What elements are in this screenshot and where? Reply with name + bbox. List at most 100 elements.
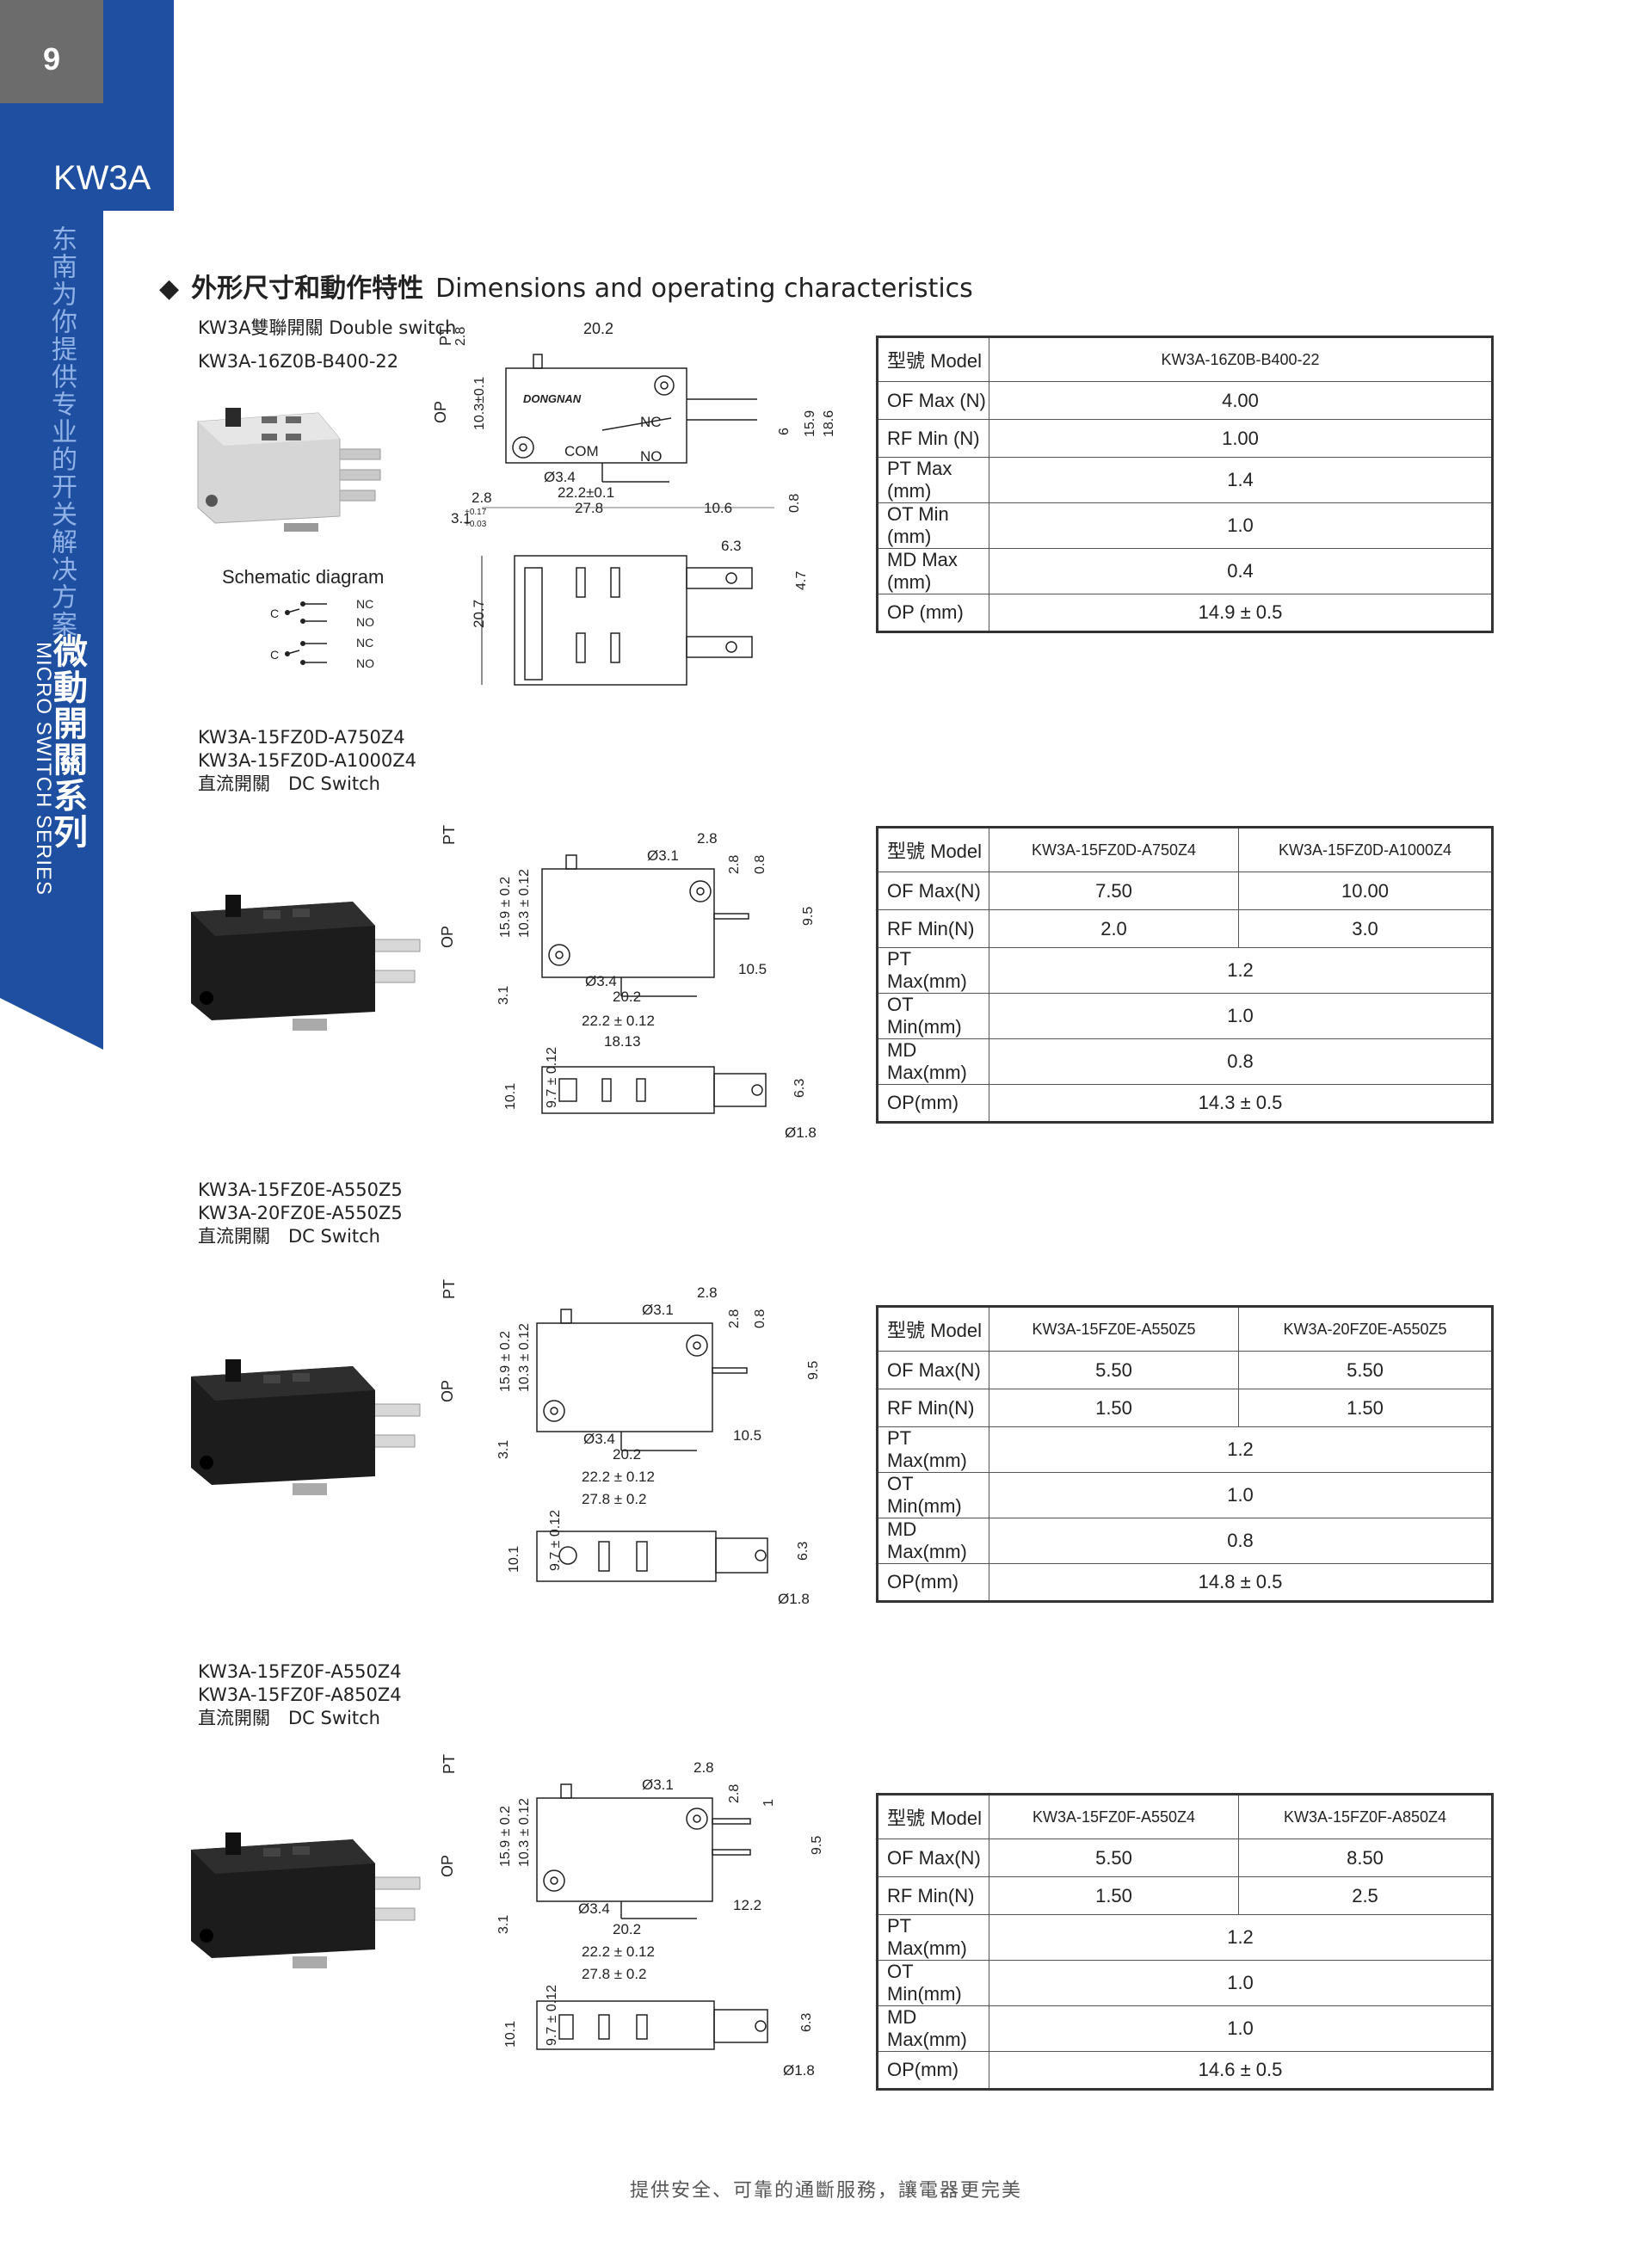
page-number-box bbox=[0, 0, 103, 103]
svg-text:12.2: 12.2 bbox=[733, 1897, 761, 1913]
svg-text:20.2: 20.2 bbox=[613, 989, 641, 1005]
svg-text:10.5: 10.5 bbox=[733, 1427, 761, 1444]
svg-text:NO: NO bbox=[356, 656, 374, 670]
model-tag: KW3A bbox=[53, 159, 151, 197]
svg-text:Ø3.4: Ø3.4 bbox=[578, 1900, 610, 1917]
svg-text:OP: OP bbox=[439, 926, 456, 948]
svg-text:10.3 ± 0.12: 10.3 ± 0.12 bbox=[517, 869, 532, 938]
svg-text:DONGNAN: DONGNAN bbox=[523, 392, 582, 405]
svg-text:NO: NO bbox=[640, 448, 663, 465]
svg-text:6.3: 6.3 bbox=[796, 1542, 811, 1561]
svg-text:0.8: 0.8 bbox=[753, 1309, 767, 1328]
product-1-caption: KW3A雙聯開關 Double switch KW3A-16Z0B-B400-2… bbox=[198, 317, 457, 372]
svg-text:10.1: 10.1 bbox=[507, 1546, 521, 1573]
product-2-drawing: PT OP 2.8 Ø3.1 2.8 0.8 15.9 ± 0.2 10.3 ±… bbox=[439, 825, 817, 1141]
section-title-en: Dimensions and operating characteristics bbox=[435, 274, 973, 304]
svg-text:2.8: 2.8 bbox=[472, 490, 492, 506]
svg-text:15.9: 15.9 bbox=[803, 410, 817, 437]
product-1-drawing: PT 2.8 20.2 OP 10.3±0.1 DONGNAN NC COM N… bbox=[432, 320, 836, 686]
svg-text:20.2: 20.2 bbox=[583, 320, 613, 337]
svg-text:3.1: 3.1 bbox=[451, 510, 472, 527]
svg-text:10.1: 10.1 bbox=[503, 1083, 518, 1110]
svg-text:9.7 ± 0.12: 9.7 ± 0.12 bbox=[545, 1985, 559, 2046]
svg-text:10.5: 10.5 bbox=[738, 961, 767, 977]
svg-text:6: 6 bbox=[777, 428, 792, 435]
product-3-drawing: PT OP 2.8 Ø3.1 2.8 0.8 15.9 ± 0.2 10.3 ±… bbox=[439, 1279, 821, 1607]
svg-text:10.6: 10.6 bbox=[704, 500, 732, 516]
svg-text:NC: NC bbox=[356, 636, 373, 650]
side-band-top bbox=[103, 0, 174, 211]
svg-text:COM: COM bbox=[564, 443, 599, 459]
svg-text:20.2: 20.2 bbox=[613, 1921, 641, 1937]
page-number: 9 bbox=[42, 41, 61, 77]
svg-text:22.2 ± 0.12: 22.2 ± 0.12 bbox=[582, 1943, 655, 1960]
svg-text:NC: NC bbox=[640, 414, 662, 430]
svg-text:OP: OP bbox=[439, 1380, 456, 1402]
svg-text:27.8 ± 0.2: 27.8 ± 0.2 bbox=[582, 1966, 647, 1982]
svg-text:PT: PT bbox=[441, 1754, 458, 1774]
svg-text:0.8: 0.8 bbox=[753, 855, 767, 874]
svg-text:Ø1.8: Ø1.8 bbox=[778, 1591, 810, 1607]
svg-text:Ø3.4: Ø3.4 bbox=[585, 973, 617, 989]
svg-text:C: C bbox=[270, 648, 279, 662]
svg-text:Ø3.4: Ø3.4 bbox=[583, 1431, 615, 1447]
schematic-title: Schematic diagram bbox=[222, 566, 385, 588]
svg-text:27.8: 27.8 bbox=[575, 500, 603, 516]
svg-text:10.3 ± 0.12: 10.3 ± 0.12 bbox=[517, 1798, 532, 1867]
svg-text:6.3: 6.3 bbox=[792, 1079, 807, 1098]
svg-text:9.5: 9.5 bbox=[810, 1836, 824, 1855]
svg-text:C: C bbox=[270, 607, 279, 620]
svg-text:Ø1.8: Ø1.8 bbox=[785, 1124, 817, 1141]
svg-text:1: 1 bbox=[761, 1799, 776, 1807]
svg-text:PT: PT bbox=[437, 326, 454, 346]
svg-text:2.8: 2.8 bbox=[727, 1784, 742, 1803]
side-slogan: 东南为你提供专业的开关解决方案 bbox=[46, 225, 77, 638]
svg-text:10.3±0.1: 10.3±0.1 bbox=[472, 377, 487, 430]
svg-text:NO: NO bbox=[356, 615, 374, 629]
svg-text:2.8: 2.8 bbox=[453, 327, 468, 346]
svg-text:2.8: 2.8 bbox=[727, 855, 742, 874]
svg-text:OP: OP bbox=[432, 401, 449, 423]
svg-text:27.8 ± 0.2: 27.8 ± 0.2 bbox=[582, 1491, 647, 1507]
svg-text:18.13: 18.13 bbox=[604, 1033, 641, 1050]
product-3-photo bbox=[191, 1359, 421, 1495]
section-title-cn: 外形尺寸和動作特性 bbox=[191, 274, 424, 304]
product-1-photo bbox=[197, 408, 381, 532]
svg-text:22.2 ± 0.12: 22.2 ± 0.12 bbox=[582, 1469, 655, 1485]
svg-text:Ø3.1: Ø3.1 bbox=[642, 1302, 674, 1318]
svg-text:9.7 ± 0.12: 9.7 ± 0.12 bbox=[548, 1510, 563, 1571]
svg-text:20.7: 20.7 bbox=[471, 600, 487, 628]
series-title-cn: 微動開關系列 bbox=[47, 633, 87, 850]
svg-text:+0.03: +0.03 bbox=[465, 520, 487, 529]
svg-text:2.8: 2.8 bbox=[697, 1284, 718, 1301]
series-title-en: MICRO SWITCH SERIES bbox=[32, 642, 55, 896]
svg-text:4.7: 4.7 bbox=[794, 571, 809, 590]
svg-text:+0.17: +0.17 bbox=[465, 508, 487, 517]
svg-text:15.9 ± 0.2: 15.9 ± 0.2 bbox=[498, 1806, 513, 1867]
svg-text:20.2: 20.2 bbox=[613, 1446, 641, 1463]
svg-text:6.3: 6.3 bbox=[799, 2013, 814, 2032]
svg-text:PT: PT bbox=[441, 1279, 458, 1299]
product-4-photo bbox=[191, 1832, 421, 1968]
svg-text:3.1: 3.1 bbox=[496, 1440, 511, 1459]
svg-text:22.2±0.1: 22.2±0.1 bbox=[558, 484, 614, 501]
svg-text:0.8: 0.8 bbox=[787, 494, 802, 513]
svg-text:3.1: 3.1 bbox=[496, 1915, 511, 1934]
svg-text:3.1: 3.1 bbox=[496, 986, 511, 1005]
svg-text:6.3: 6.3 bbox=[721, 538, 742, 554]
svg-text:Ø1.8: Ø1.8 bbox=[783, 2062, 815, 2079]
svg-text:22.2 ± 0.12: 22.2 ± 0.12 bbox=[582, 1013, 655, 1029]
svg-text:10.3 ± 0.12: 10.3 ± 0.12 bbox=[517, 1323, 532, 1392]
footer-slogan: 提供安全、可靠的通斷服務，讓電器更完美 bbox=[629, 2180, 1022, 2202]
schematic-diagram: C NC NO C NC NO bbox=[270, 597, 374, 670]
svg-text:9.5: 9.5 bbox=[801, 907, 816, 926]
svg-text:2.8: 2.8 bbox=[727, 1309, 742, 1328]
